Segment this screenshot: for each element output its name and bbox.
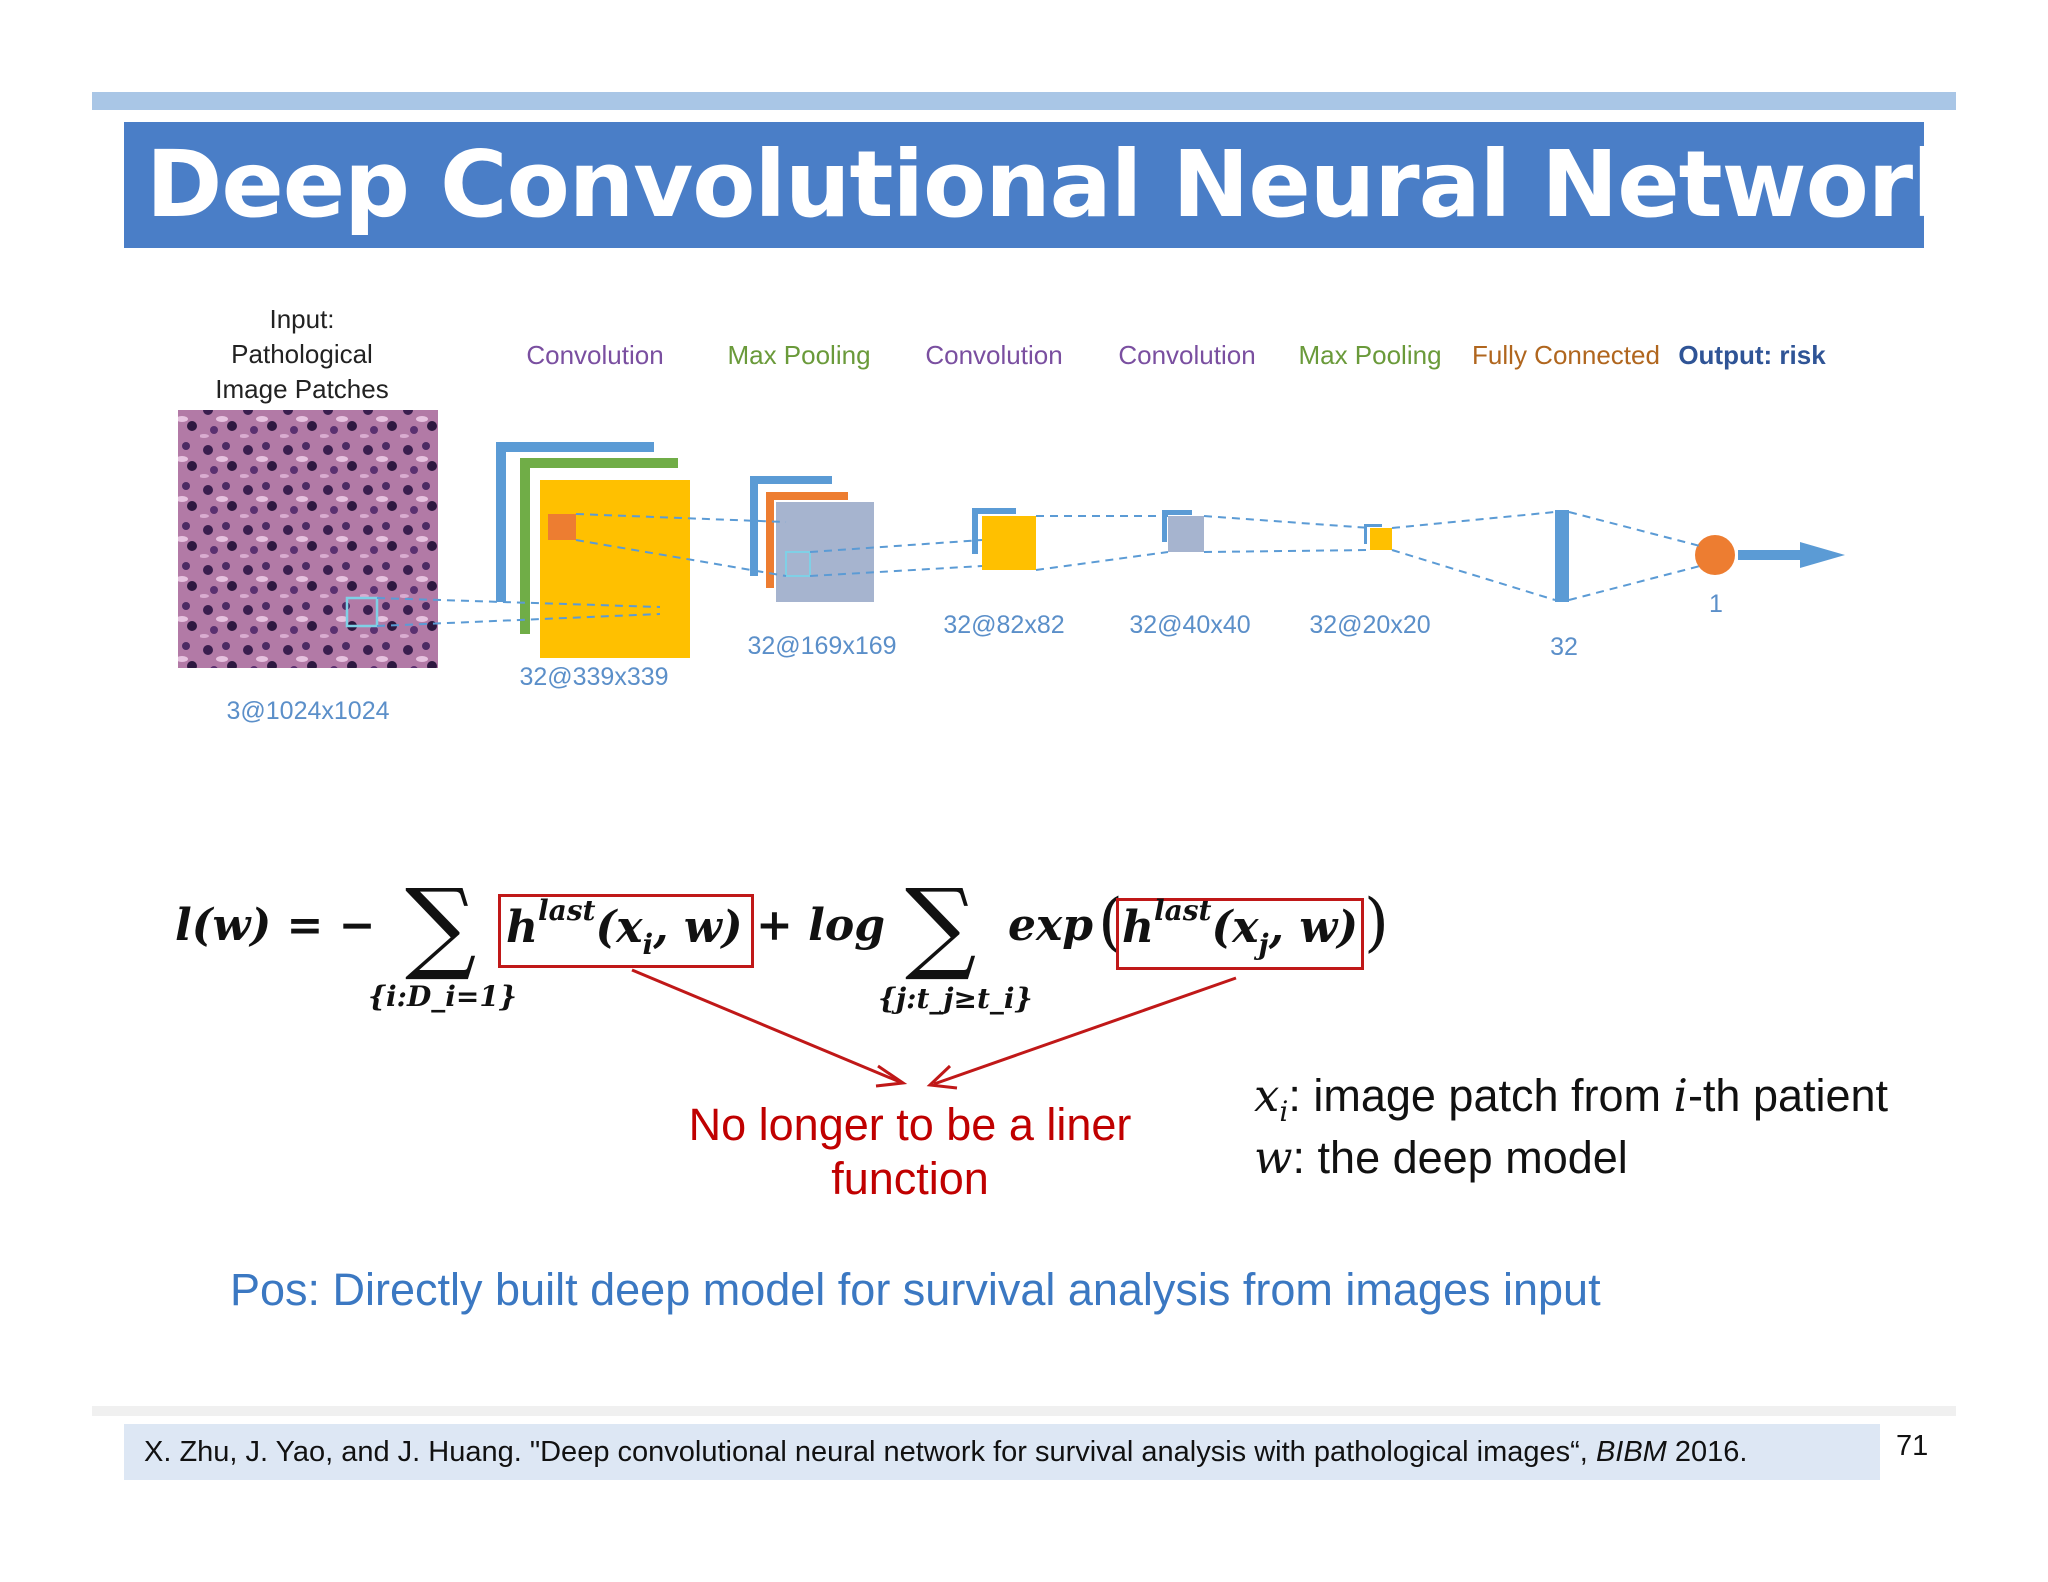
sum-limit-2: {j:t_j≥t_i}	[878, 982, 1033, 1015]
conv1-orange-patch	[548, 514, 576, 540]
size-label-conv1: 32@339x339	[519, 663, 668, 691]
size-label-pool1: 32@169x169	[747, 632, 896, 660]
stage-label-convolution-2: Convolution	[925, 340, 1062, 370]
size-label-pool2: 32@20x20	[1309, 611, 1430, 639]
stage-label-convolution-3: Convolution	[1118, 340, 1255, 370]
size-label-output: 1	[1709, 590, 1723, 618]
citation: X. Zhu, J. Yao, and J. Huang. "Deep conv…	[144, 1436, 1748, 1468]
fully-connected-layer	[1555, 510, 1569, 602]
top-rule	[92, 92, 1956, 110]
formula-paren-close: )	[1364, 886, 1389, 960]
formula-exp: exp	[1008, 900, 1093, 951]
stage-label-fully-connected: Fully Connected	[1472, 340, 1660, 370]
sum-symbol-1: ∑	[405, 867, 477, 984]
size-label-conv3: 32@40x40	[1129, 611, 1250, 639]
stage-label-convolution-1: Convolution	[526, 340, 663, 370]
page-number: 71	[1896, 1430, 1929, 1462]
formula-lhs: l(w) = −	[175, 900, 376, 951]
variable-legend: xi: image patch from i-th patient w: the…	[1254, 1068, 1888, 1186]
input-label-line-1: Input:	[269, 304, 334, 334]
size-label-input: 3@1024x1024	[226, 697, 389, 725]
conv3-feature-map	[1168, 516, 1204, 552]
cnn-architecture-diagram: Input: Pathological Image Patches Convol…	[178, 304, 1845, 725]
conv2-feature-map	[982, 516, 1036, 570]
output-arrow	[1800, 542, 1845, 568]
citation-bar: X. Zhu, J. Yao, and J. Huang. "Deep conv…	[124, 1424, 1880, 1480]
input-label-line-2: Pathological	[231, 339, 373, 369]
loss-formula: l(w) = − ∑ {i:D_i=1} hlast(xi, w) + log …	[170, 870, 1430, 1030]
patch-marker	[345, 596, 379, 628]
conv1-feature-map	[540, 480, 690, 658]
title-bar: Deep Convolutional Neural Network	[124, 122, 1973, 248]
slide-title: Deep Convolutional Neural Network	[146, 131, 1973, 238]
nonlinear-note: No longer to be a liner function	[688, 1099, 1132, 1204]
stage-label-max-pooling-1: Max Pooling	[727, 340, 870, 370]
formula-term-1: hlast(xi, w)	[506, 894, 743, 961]
stage-label-output-risk: Output: risk	[1678, 340, 1826, 370]
footer-rule	[92, 1406, 1956, 1416]
legend-w: w: the deep model	[1254, 1131, 1628, 1184]
highlight-box-1	[498, 894, 754, 968]
pool2-feature-map	[1370, 528, 1392, 550]
input-label-line-3: Image Patches	[215, 374, 388, 404]
size-label-fc: 32	[1550, 633, 1578, 661]
formula-plus-log: + log	[756, 900, 886, 951]
output-node	[1695, 535, 1735, 575]
stage-label-max-pooling-2: Max Pooling	[1298, 340, 1441, 370]
sum-symbol-2: ∑	[905, 867, 977, 984]
formula-term-2: hlast(xj, w)	[1122, 894, 1359, 961]
sum-limit-1: {i:D_i=1}	[368, 980, 517, 1013]
pos-statement: Pos: Directly built deep model for survi…	[230, 1264, 1601, 1315]
highlight-box-2	[1116, 898, 1364, 970]
size-label-conv2: 32@82x82	[943, 611, 1064, 639]
legend-xi: xi: image patch from i-th patient	[1254, 1069, 1889, 1128]
